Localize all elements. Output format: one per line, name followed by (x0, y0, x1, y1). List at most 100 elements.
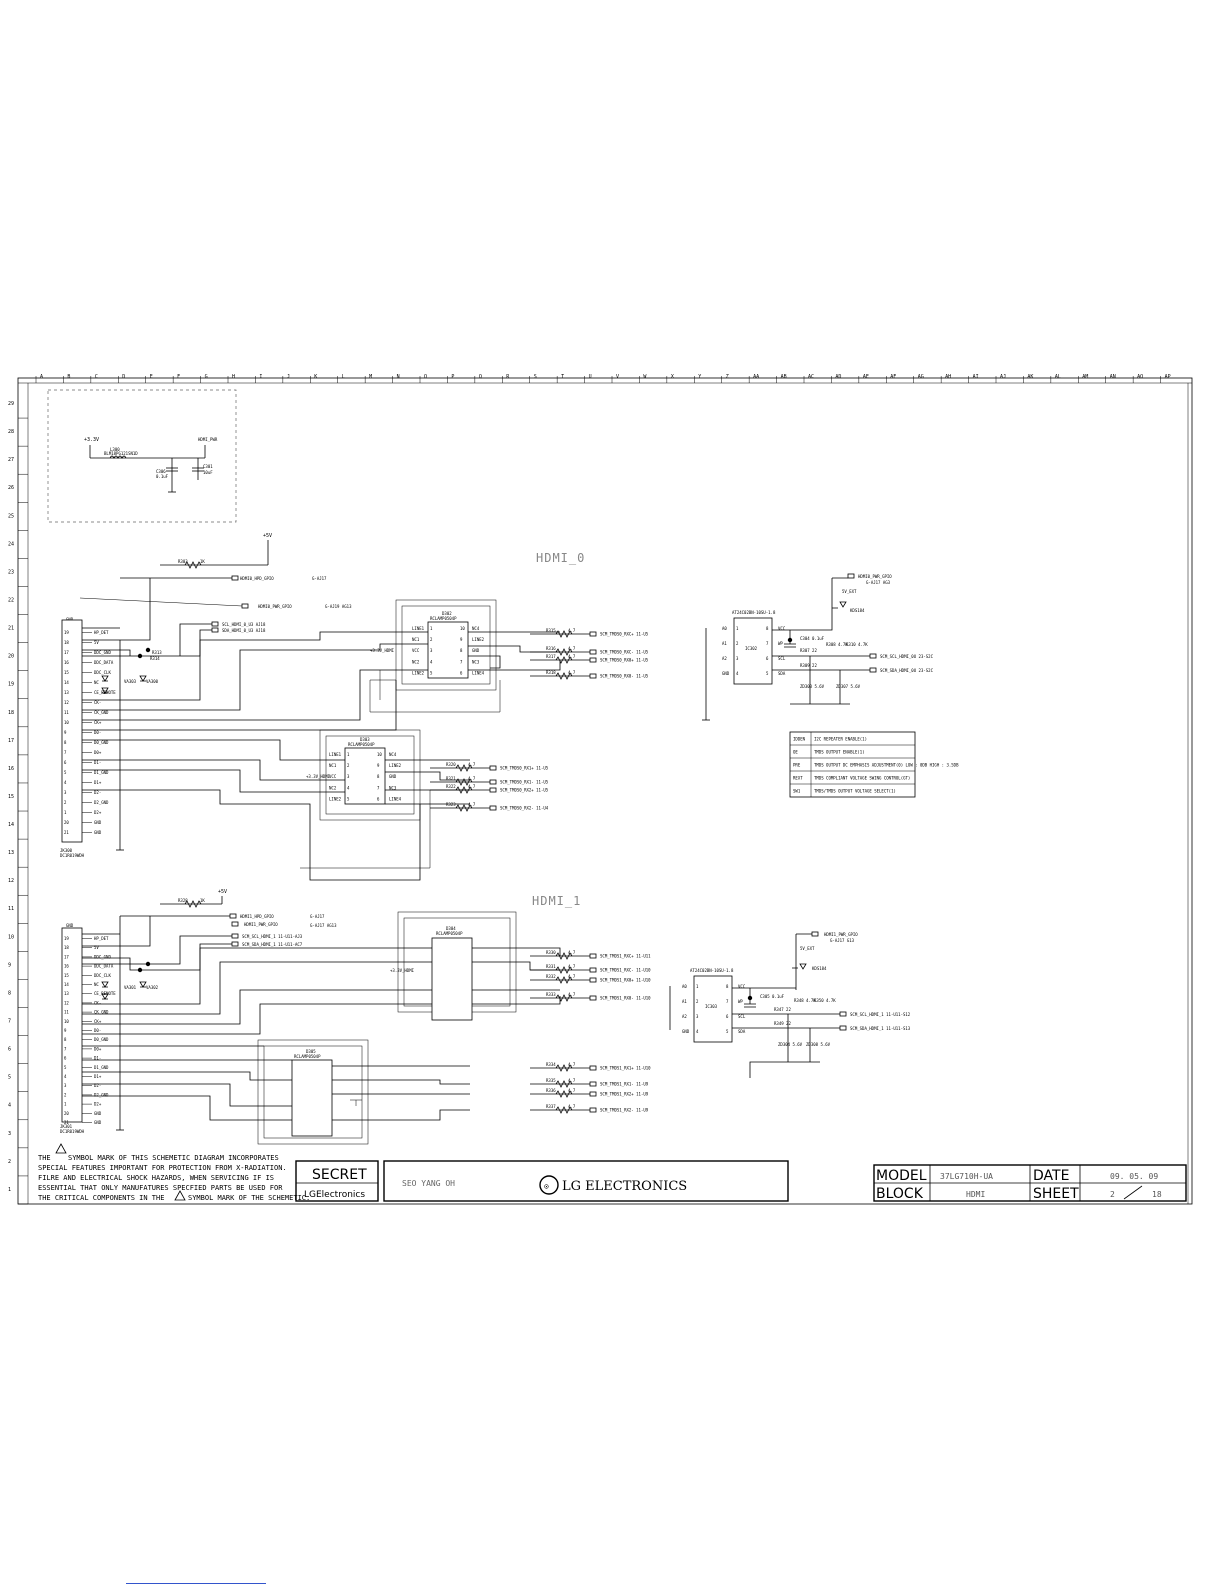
legend-desc: TMDS/TMDS OUTPUT VOLTAGE SELECT(1) (814, 788, 896, 793)
net-label: SCM_TMDS1_RX2+ 11-U9 (600, 1092, 649, 1097)
eeprom-pin-label: VCC (738, 984, 746, 989)
hdmi1-diode-b: VA302 (146, 985, 159, 990)
resistor-icon (555, 994, 573, 1002)
connector-pin-name: D2+ (94, 1102, 102, 1107)
ic-pin-label: NC2 (412, 659, 420, 664)
eeprom-pin-number: 1 (736, 626, 739, 631)
hdmi1-ic-a-part: RCLAMP0504P (436, 931, 463, 936)
hdmi1-section: HDMI_1 +5V R328 1K HDMI1_HPD_GPIO G-AJ17… (60, 889, 911, 1145)
connector-pin-number: 1 (64, 810, 67, 815)
connector-pin-name: 5V (94, 945, 99, 950)
lg-logo-icon: ⊙ (544, 1182, 549, 1191)
ic-pin-number: 7 (460, 659, 463, 664)
legend-desc: TMDS COMPLIANT VOLTAGE SWING CONTROL(GT) (814, 775, 910, 780)
hdmi1-ic-b-part: RCLAMP0504P (294, 1054, 321, 1059)
column-label: N (397, 374, 400, 380)
resistor-ref: R336 (546, 1088, 556, 1093)
offpage-connector-icon (489, 805, 497, 811)
ic-pin-label: NC2 (329, 785, 337, 790)
inductor-value: BLM18PG121SN1D (104, 451, 138, 456)
hdmi1-scl-net: SCM_SCL_HDMI_1 11-U11-AJ3 (242, 934, 303, 939)
resistor-ref: R323 (446, 802, 456, 807)
column-label: K (314, 374, 317, 380)
column-label: AB (781, 374, 787, 380)
hdmi1-eeprom-rail: 5V_EXT (800, 946, 815, 951)
connector-pin-name: NC (94, 680, 99, 685)
resistor-ref: R317 (546, 654, 556, 659)
connector-pin-number: 19 (64, 936, 69, 941)
column-label: W (643, 374, 647, 380)
hdmi0-ic-a-part: RCLAMP0504P (430, 616, 457, 621)
connector-pin-number: 9 (64, 1028, 67, 1033)
hdmi0-eeprom-sda: SCM_SDA_HDMI_0U 23-S2C (880, 668, 934, 673)
connector-pin-number: 13 (64, 690, 69, 695)
offpage-connector-icon (589, 673, 597, 679)
row-label: 26 (8, 485, 14, 491)
column-label: U (589, 374, 592, 380)
net-label: SCM_TMDS0_RX2- 11-U4 (500, 806, 549, 811)
eeprom-pin-label: A1 (682, 999, 687, 1004)
offpage-connector-icon (589, 1081, 597, 1087)
resistor-value: 4.7 (568, 1104, 576, 1109)
hdmi0-ic-a-ref: D302 (442, 611, 452, 616)
offpage-connector-icon (589, 1107, 597, 1113)
hdmi1-r-top-ref: R328 (178, 898, 188, 903)
connector-pin-name: HP_DET (94, 936, 109, 941)
eeprom-pin-label: A2 (722, 656, 727, 661)
column-label: AI (973, 374, 979, 380)
eeprom-pin-number: 8 (766, 626, 769, 631)
hdmi1-zener-b: ZD308 5.6V (806, 1042, 831, 1047)
net-label: SCM_TMDS0_RXC+ 11-U5 (600, 632, 649, 637)
resistor-value: 4.7 (568, 670, 576, 675)
connector-pin-name: GND (94, 830, 102, 835)
footer-link-line[interactable] (126, 1581, 266, 1584)
ic-pin-label: NC4 (389, 752, 397, 757)
resistor-icon (555, 976, 573, 984)
eeprom-pin-label: SCL (738, 1014, 746, 1019)
connector-pin-name: CK+ (94, 720, 102, 725)
column-label: F (177, 374, 180, 380)
connector-pin-number: 1 (64, 1102, 67, 1107)
hdmi1-eeprom-ref: IC303 (705, 1004, 718, 1009)
hdmi1-r-i2c-c: R348 4.7K (794, 998, 816, 1003)
ic-pin-number: 3 (430, 648, 433, 653)
eeprom-pin-label: A0 (722, 626, 727, 631)
model-value: 37LG710H-UA (940, 1172, 993, 1181)
hdmi1-conn-part: DC1R019WDH (60, 1129, 85, 1134)
hdmi1-diode-a: VA301 (124, 985, 137, 990)
date-label: DATE (1033, 1168, 1069, 1184)
connector-pin-number: 15 (64, 670, 69, 675)
hdmi0-wiring (82, 578, 561, 881)
connector-pin-name: GND (94, 820, 102, 825)
column-label: AE (863, 374, 869, 380)
column-label: X (671, 374, 674, 380)
connector-pin-number: 17 (64, 650, 69, 655)
resistor-icon (555, 672, 573, 680)
resistor-icon (555, 952, 573, 960)
connector-pin-number: 21 (64, 830, 69, 835)
offpage-connector-icon (489, 787, 497, 793)
row-label: 11 (8, 906, 14, 912)
offpage-connector-icon (589, 1065, 597, 1071)
ic-pin-label: GND (389, 774, 397, 779)
ic-pin-number: 10 (377, 752, 382, 757)
connector-pin-number: 10 (64, 720, 69, 725)
column-label: AF (890, 374, 896, 380)
connector-pin-name: D1_GND (94, 770, 109, 775)
connector-pin-number: 8 (64, 1037, 67, 1042)
legend-desc: TMDS OUTPUT ENABLE(1) (814, 749, 865, 754)
lg-small-label: LGElectronics (304, 1190, 365, 1200)
hdmi1-r-i2c-a: R347 22 (774, 1007, 791, 1012)
eeprom-pin-label: WP (778, 641, 783, 646)
net-label: SCM_TMDS1_RX2- 11-U9 (600, 1108, 649, 1113)
resistor-ref: R331 (546, 964, 556, 969)
notice-line5b: SYMBOL MARK OF THE SCHEMETIC. (188, 1194, 310, 1202)
row-label: 14 (8, 822, 14, 828)
ic-pin-label: LINE4 (389, 797, 402, 802)
connector-pin-name: D0- (94, 730, 101, 735)
